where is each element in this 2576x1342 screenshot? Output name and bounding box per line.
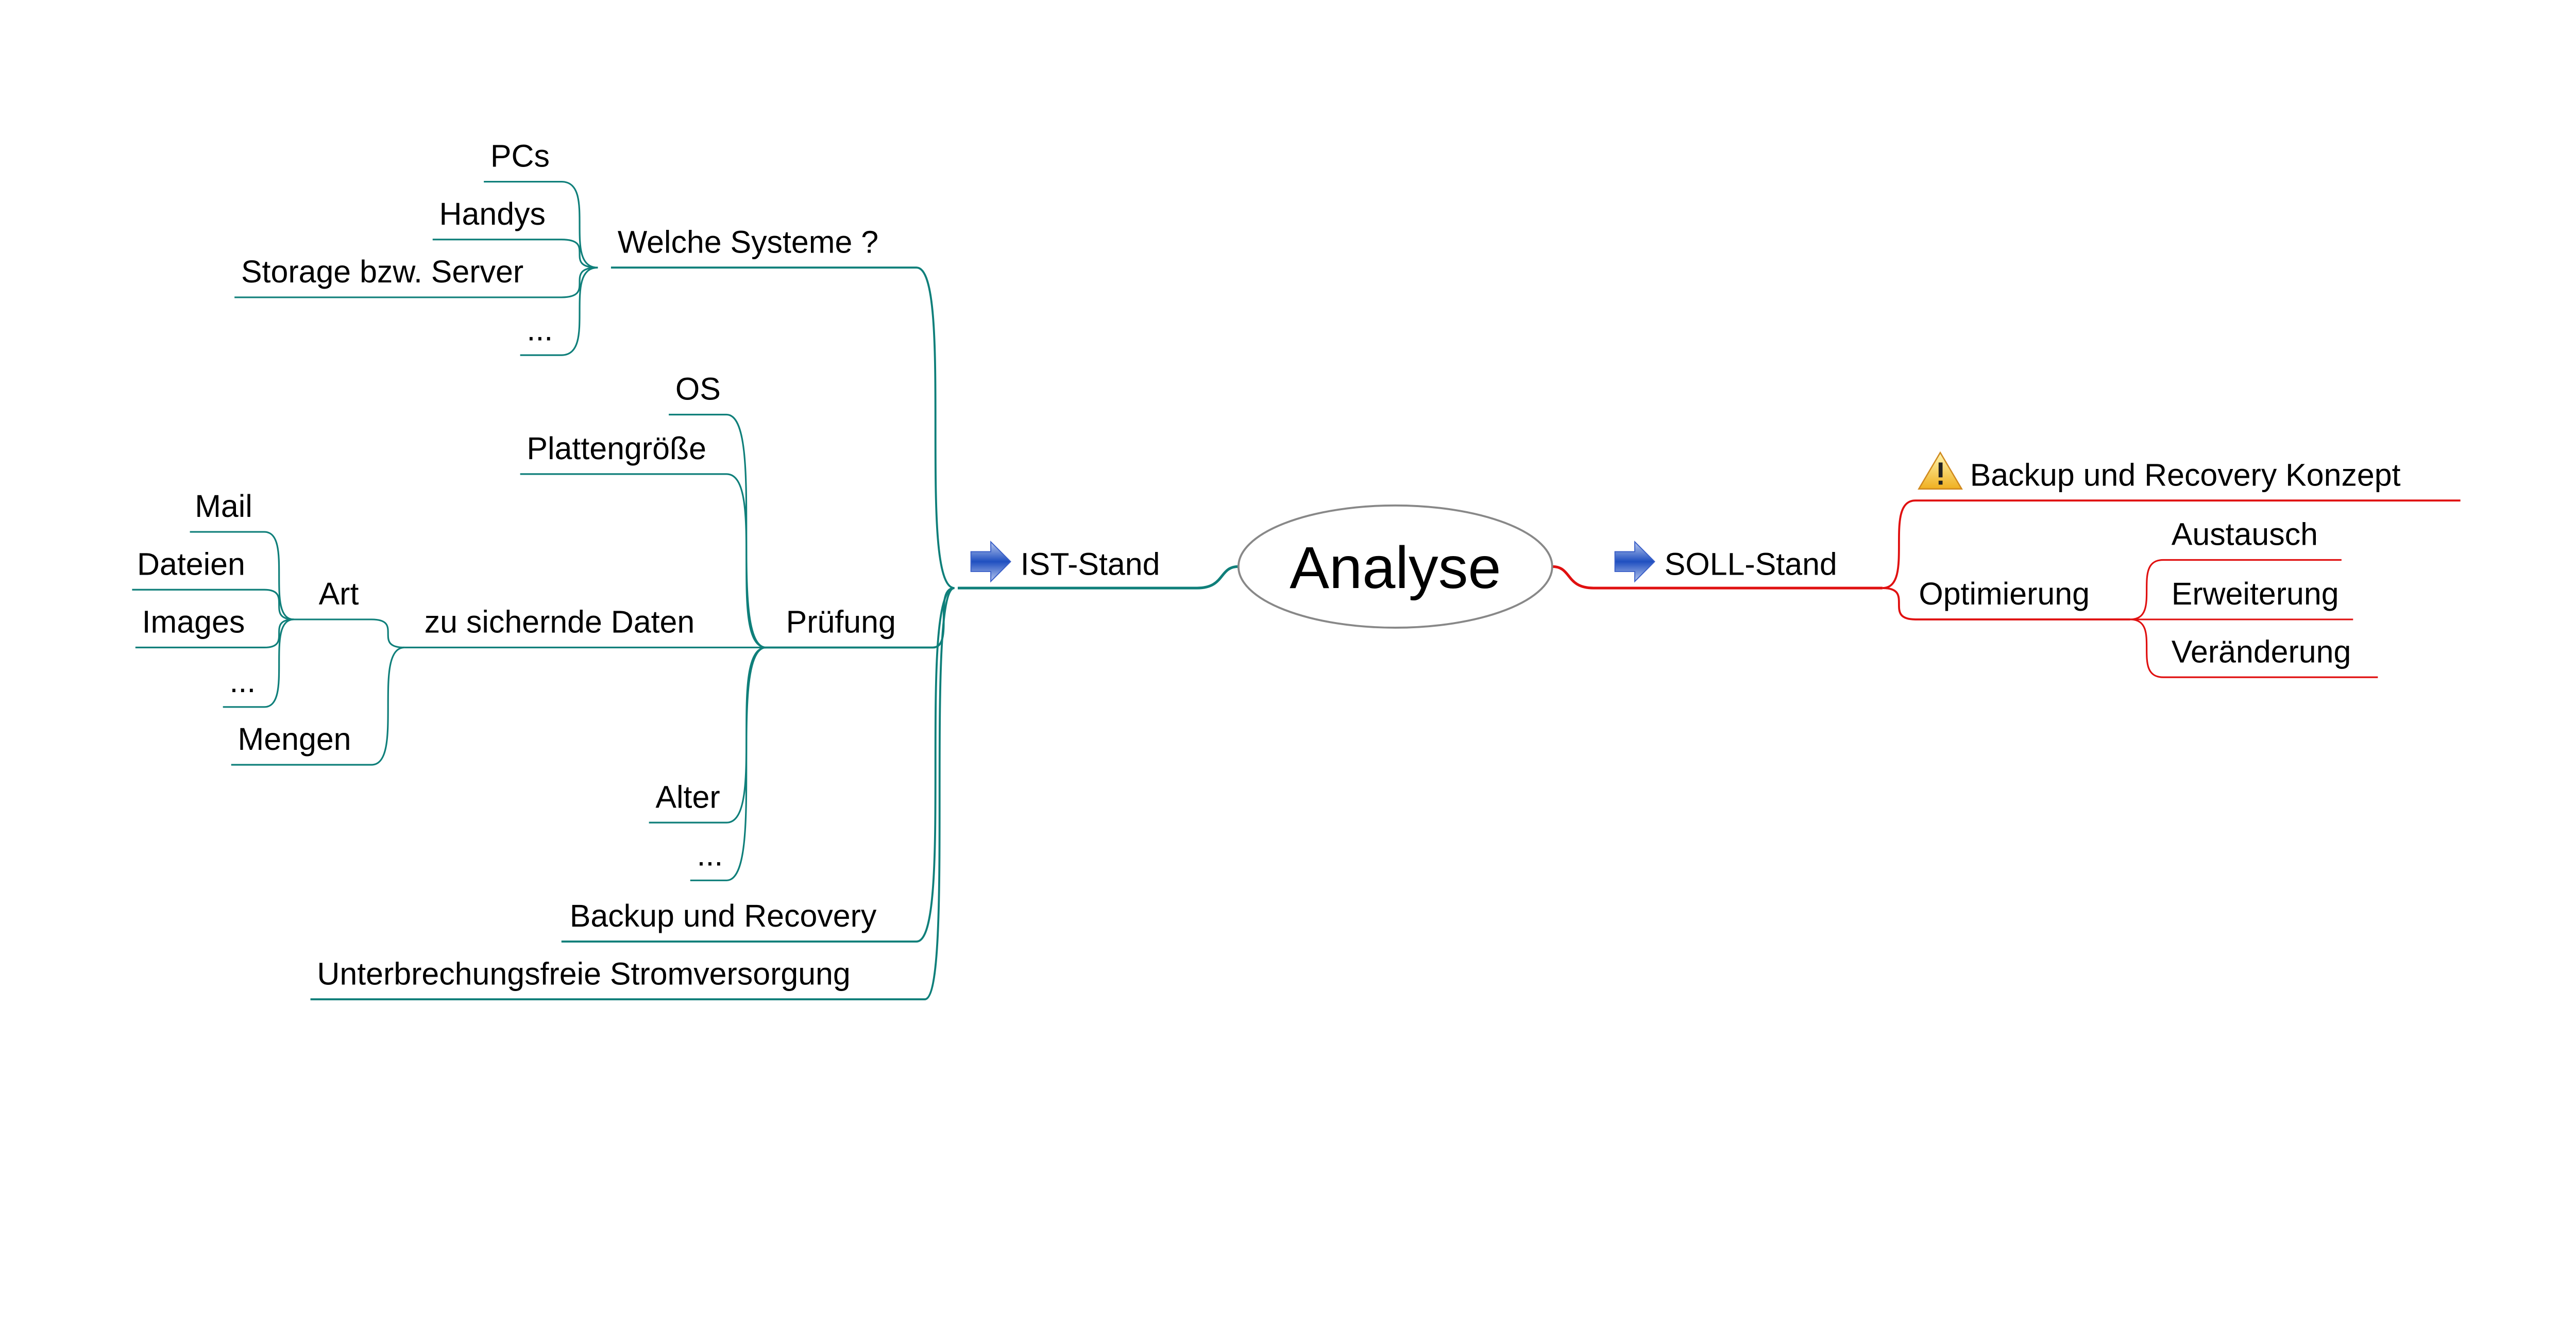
veraenderung-node-branch — [2130, 618, 2378, 678]
pruefung-more-node-branch — [690, 646, 767, 881]
art-node[interactable]: Art — [319, 576, 359, 611]
art-more-node[interactable]: ... — [230, 664, 256, 699]
backup-recovery-node[interactable]: Backup und Recovery — [570, 898, 877, 933]
mail-node-branch — [190, 531, 294, 620]
soll-stand-node[interactable]: SOLL-Stand — [1665, 546, 1837, 581]
warning-icon — [1918, 451, 1963, 490]
os-node[interactable]: OS — [675, 372, 721, 407]
art-node-branch — [294, 618, 405, 649]
images-node-branch — [135, 618, 294, 649]
backup-recovery-node-branch — [561, 587, 955, 943]
mail-node[interactable]: Mail — [195, 489, 252, 524]
blue-arrow-icon — [1614, 540, 1655, 583]
soll-stand-branch — [1552, 565, 1883, 590]
mengen-node-branch — [231, 646, 405, 766]
storage-node[interactable]: Storage bzw. Server — [241, 254, 523, 289]
art-more-node-branch — [223, 618, 294, 708]
pcs-node-branch — [484, 180, 598, 269]
pruefung-more-node[interactable]: ... — [697, 837, 723, 872]
welche-more-node-branch — [520, 266, 598, 356]
optimierung-node-branch — [1882, 587, 2130, 620]
handys-node[interactable]: Handys — [439, 196, 546, 231]
austausch-node[interactable]: Austausch — [2172, 517, 2318, 552]
images-node[interactable]: Images — [142, 605, 245, 640]
dateien-node[interactable]: Dateien — [137, 546, 245, 581]
mengen-node[interactable]: Mengen — [238, 722, 351, 757]
backup-recovery-konzept-node[interactable]: Backup und Recovery Konzept — [1970, 457, 2401, 492]
welche-more-node[interactable]: ... — [527, 312, 553, 347]
erweiterung-node[interactable]: Erweiterung — [2172, 576, 2339, 611]
pcs-node[interactable]: PCs — [490, 139, 550, 174]
ist-stand-node[interactable]: IST-Stand — [1021, 546, 1160, 581]
pruefung-node[interactable]: Prüfung — [786, 605, 896, 640]
central-node[interactable]: Analyse — [1237, 504, 1553, 629]
usv-node-branch — [310, 587, 955, 1001]
dateien-node-branch — [132, 589, 294, 620]
austausch-node-branch — [2130, 559, 2342, 620]
alter-node[interactable]: Alter — [655, 779, 720, 814]
handys-node-branch — [432, 239, 598, 269]
backup-recovery-konzept-node-branch — [1882, 499, 2461, 589]
ist-stand-branch — [957, 565, 1239, 590]
usv-node[interactable]: Unterbrechungsfreie Stromversorgung — [317, 956, 850, 991]
blue-arrow-icon — [970, 540, 1011, 583]
plattengroesse-node-branch — [520, 473, 767, 649]
storage-node-branch — [234, 266, 598, 298]
zu-sichernde-daten-node[interactable]: zu sichernde Daten — [425, 605, 695, 640]
central-node-label: Analyse — [1290, 535, 1501, 601]
optimierung-node[interactable]: Optimierung — [1919, 576, 2090, 611]
veraenderung-node[interactable]: Veränderung — [2172, 634, 2351, 669]
plattengroesse-node[interactable]: Plattengröße — [527, 431, 706, 466]
welche-systeme-node[interactable]: Welche Systeme ? — [618, 224, 878, 259]
welche-systeme-node-branch — [611, 266, 955, 589]
